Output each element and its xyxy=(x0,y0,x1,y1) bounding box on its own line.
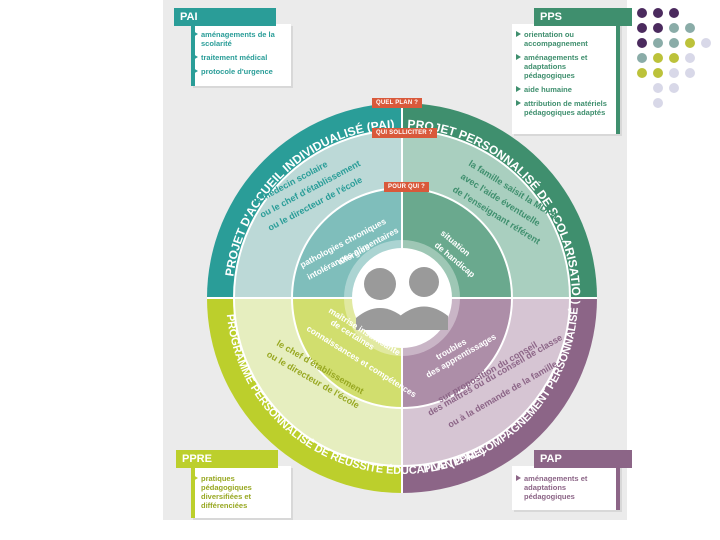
children-icon xyxy=(356,267,448,330)
dot xyxy=(669,68,679,78)
dot xyxy=(653,83,663,93)
card-pps-items: orientation ou accompagnement aménagemen… xyxy=(516,30,612,122)
card-pps xyxy=(512,24,620,134)
dot xyxy=(637,68,647,78)
card-pap-item: aménagements et adaptations pédagogiques xyxy=(516,474,612,501)
dot xyxy=(653,23,663,33)
dot xyxy=(653,68,663,78)
dot xyxy=(669,53,679,63)
card-pai-item: traitement médical xyxy=(193,53,285,62)
dot xyxy=(669,38,679,48)
dot xyxy=(637,38,647,48)
dot xyxy=(685,68,695,78)
dot xyxy=(637,23,647,33)
dot xyxy=(669,8,679,18)
dot xyxy=(653,98,663,108)
card-pps-item: aménagements et adaptations pédagogiques xyxy=(516,53,612,80)
dot xyxy=(637,8,647,18)
card-pai-item: protocole d'urgence xyxy=(193,67,285,76)
card-pps-head: PPS xyxy=(534,8,632,26)
card-pai-items: aménagements de la scolarité traitement … xyxy=(193,30,285,81)
card-ppre-head: PPRE xyxy=(176,450,278,468)
card-ppre-items: pratiques pédagogiques diversifiées et d… xyxy=(193,474,285,515)
tag-quel-plan: QUEL PLAN ? xyxy=(372,98,423,108)
card-pap-head: PAP xyxy=(534,450,632,468)
dot xyxy=(685,53,695,63)
dot xyxy=(685,23,695,33)
dot xyxy=(653,38,663,48)
card-pai-head: PAI xyxy=(174,8,276,26)
dot xyxy=(653,53,663,63)
card-pps-item: aide humaine xyxy=(516,85,612,94)
card-pap-items: aménagements et adaptations pédagogiques xyxy=(516,474,612,506)
card-pps-item: orientation ou accompagnement xyxy=(516,30,612,48)
dot xyxy=(701,38,711,48)
dot xyxy=(669,23,679,33)
dot xyxy=(669,83,679,93)
card-pap xyxy=(512,466,620,510)
dot xyxy=(653,8,663,18)
tag-pour-qui: POUR QUI ? xyxy=(384,182,430,192)
card-pps-item: attribution de matériels pédagogiques ad… xyxy=(516,99,612,117)
card-pai-item: aménagements de la scolarité xyxy=(193,30,285,48)
tag-qui-solliciter: QUI SOLLICITER ? xyxy=(372,128,437,138)
card-ppre-item: pratiques pédagogiques diversifiées et d… xyxy=(193,474,285,510)
card-ppre xyxy=(191,466,291,518)
dot xyxy=(685,38,695,48)
dot xyxy=(637,53,647,63)
